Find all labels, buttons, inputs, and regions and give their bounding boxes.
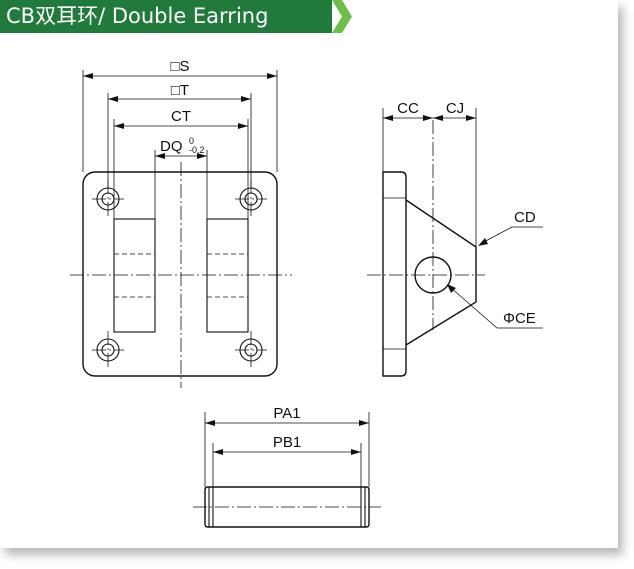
chevron-right-icon — [332, 0, 352, 33]
page-title: CB双耳环/ Double Earring — [6, 4, 269, 28]
dimension-dq: DQ 0 -0.2 — [155, 136, 207, 159]
leader-phi-ce: ΦCE — [447, 284, 543, 329]
right-ear-slot — [206, 218, 249, 333]
front-plate-outline — [82, 171, 278, 377]
left-ear-slot — [113, 218, 156, 333]
dimension-square-s: □S — [83, 58, 277, 79]
title-bar: CB双耳环/ Double Earring — [0, 0, 332, 33]
label-square-s: □S — [170, 58, 189, 75]
dimension-pa1: PA1 — [205, 405, 369, 426]
dimension-square-t: □T — [108, 82, 251, 102]
pin-body — [204, 486, 370, 528]
diagram-card: CB双耳环/ Double Earring — [0, 0, 543, 528]
dimension-ct: CT — [114, 108, 248, 129]
label-dq: DQ — [160, 138, 183, 155]
label-ct: CT — [171, 108, 191, 125]
label-dq-lower-tolerance: -0.2 — [189, 145, 205, 155]
side-ear-profile — [405, 199, 477, 346]
label-cj: CJ — [446, 100, 464, 117]
label-phi-ce: ΦCE — [503, 310, 536, 327]
label-cd: CD — [514, 209, 536, 226]
dimension-cc: CC — [383, 100, 433, 121]
label-dq-upper-tolerance: 0 — [189, 136, 194, 146]
label-pb1: PB1 — [273, 434, 301, 451]
side-mounting-plate — [382, 171, 407, 377]
label-pa1: PA1 — [273, 405, 300, 422]
technical-drawing: □S □T CT DQ 0 -0 — [70, 58, 543, 528]
pin-view: PA1 PB1 — [193, 405, 381, 528]
front-view: □S □T CT DQ 0 -0 — [70, 58, 292, 388]
label-cc: CC — [397, 100, 419, 117]
side-view: CC CJ CD ΦCE — [367, 100, 543, 377]
label-square-t: □T — [171, 82, 189, 99]
dimension-pb1: PB1 — [213, 434, 361, 455]
leader-cd: CD — [478, 209, 543, 246]
dimension-cj: CJ — [433, 100, 476, 121]
